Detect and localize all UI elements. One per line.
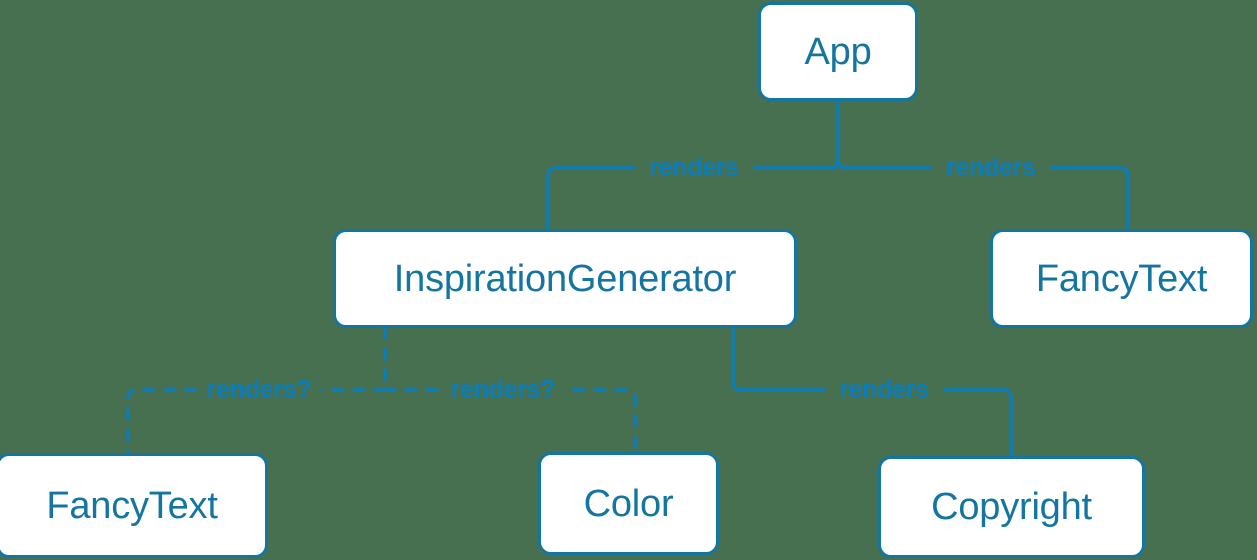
- node-fancytext-bottom[interactable]: FancyText: [0, 453, 268, 558]
- node-fancytext-top-label: FancyText: [1035, 257, 1208, 300]
- edge-label-app-fancytext: renders: [932, 155, 1050, 181]
- node-inspiration-generator[interactable]: InspirationGenerator: [333, 229, 797, 328]
- node-copyright[interactable]: Copyright: [878, 456, 1145, 558]
- node-copyright-label: Copyright: [931, 486, 1092, 528]
- edge-inspiration-to-fancytext: [126, 388, 387, 455]
- node-color[interactable]: Color: [538, 452, 719, 555]
- node-app-label: App: [804, 30, 872, 73]
- node-fancytext-top[interactable]: FancyText: [990, 229, 1253, 328]
- edge-app-to-inspiration: [546, 158, 840, 231]
- edge-label-inspiration-copyright: renders: [825, 377, 943, 403]
- edge-inspiration-to-color: [383, 388, 637, 454]
- node-fancytext-bottom-label: FancyText: [46, 484, 218, 527]
- edge-label-inspiration-fancytext: renders?: [196, 377, 322, 403]
- edge-label-app-inspiration: renders: [635, 155, 753, 181]
- edge-label-inspiration-color: renders?: [440, 377, 566, 403]
- node-inspiration-generator-label: InspirationGenerator: [393, 257, 737, 300]
- node-color-label: Color: [583, 482, 674, 525]
- node-app[interactable]: App: [758, 2, 918, 101]
